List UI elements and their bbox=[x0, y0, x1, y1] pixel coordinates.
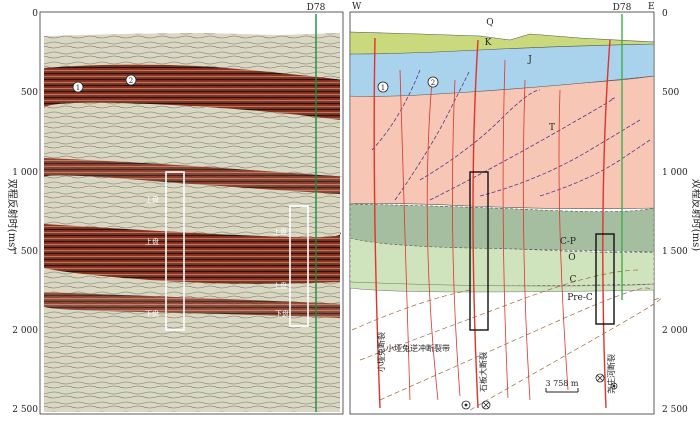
right-marker-2 bbox=[427, 76, 439, 88]
right-tick-500: 500 bbox=[662, 88, 679, 98]
fault-label-yaozhuanghe: 尧庄河断裂 bbox=[606, 354, 616, 394]
right-tick-1000: 1 000 bbox=[662, 168, 688, 178]
minor-faults bbox=[399, 59, 569, 401]
scale-bar: 3 758 m bbox=[545, 379, 579, 393]
stratum-cp: C-P bbox=[560, 237, 576, 247]
left-highlight-box-2 bbox=[289, 205, 309, 327]
stratum-k: K bbox=[485, 38, 492, 48]
left-tick-500: 500 bbox=[21, 88, 38, 98]
right-marker-2-label: 2 bbox=[431, 79, 435, 87]
box-label-6: 下盘 bbox=[275, 309, 289, 318]
cross-symbol-2 bbox=[595, 373, 605, 383]
dot-symbol-1 bbox=[461, 400, 471, 410]
left-highlight-box-1 bbox=[165, 171, 185, 331]
major-faults bbox=[373, 37, 611, 409]
box-label-4: 上盘 bbox=[273, 227, 287, 236]
dot-symbol-2-center bbox=[612, 384, 616, 388]
left-tick-2000: 2 000 bbox=[12, 326, 38, 336]
box-label-2: 上盘 bbox=[145, 237, 159, 246]
stratum-q: Q bbox=[486, 18, 493, 28]
right-axis-ticks: 0 500 1 000 1 500 2 000 2 500 bbox=[662, 9, 688, 415]
stratum-prec: Pre-C bbox=[567, 293, 593, 303]
left-marker-2 bbox=[125, 74, 137, 86]
right-well-label: D78 bbox=[613, 3, 632, 13]
cross-symbol-1 bbox=[481, 400, 491, 410]
left-axis-ticks: 0 500 1 000 1 500 2 000 2 500 bbox=[12, 9, 38, 415]
right-tick-1500: 1 500 bbox=[662, 247, 688, 257]
lower-reflector-band bbox=[44, 224, 341, 284]
motion-symbols bbox=[461, 373, 618, 410]
fault-label-thrust-belt: 小垭兔逆冲断裂带 bbox=[386, 343, 450, 353]
left-tick-2500: 2 500 bbox=[12, 405, 38, 415]
left-seismic-panel: 双程反射时(ms) 0 500 1 000 1 500 2 000 2 500 … bbox=[6, 3, 344, 415]
left-well-label: D78 bbox=[307, 3, 326, 13]
upper-reflector-band bbox=[44, 64, 341, 120]
middle-reflector-band bbox=[43, 158, 344, 194]
stratum-t: T bbox=[549, 123, 555, 133]
box-label-5: 上盘 bbox=[273, 281, 287, 290]
dot-symbol-1-center bbox=[464, 403, 468, 407]
left-marker-1 bbox=[72, 81, 84, 93]
left-tick-1500: 1 500 bbox=[12, 247, 38, 257]
fault-label-xiaoyatu: 小垭兔断裂 bbox=[376, 332, 386, 372]
left-axis-label: 双程反射时(ms) bbox=[6, 179, 18, 252]
box-label-1: 上盘 bbox=[145, 195, 159, 204]
right-highlight-box-1 bbox=[469, 171, 489, 331]
left-marker-1-label: 1 bbox=[76, 84, 80, 92]
left-tick-0: 0 bbox=[32, 9, 38, 19]
right-marker-1 bbox=[377, 81, 389, 93]
right-tick-2000: 2 000 bbox=[662, 326, 688, 336]
stratum-o: O bbox=[568, 253, 575, 263]
scale-bar-label: 3 758 m bbox=[545, 379, 578, 388]
left-tick-1000: 1 000 bbox=[12, 168, 38, 178]
deep-reflector-band bbox=[43, 292, 341, 318]
right-axis-label: 双程反射时(ms) bbox=[690, 179, 700, 252]
stratum-c: C bbox=[570, 275, 577, 285]
layer-cp bbox=[349, 203, 655, 253]
layer-k bbox=[349, 31, 655, 55]
fault-label-shiban: 石板大断裂 bbox=[478, 352, 488, 392]
thrust-faults bbox=[371, 69, 651, 201]
seismic-background bbox=[44, 33, 340, 412]
right-tick-2500: 2 500 bbox=[662, 405, 688, 415]
dot-symbol-2 bbox=[610, 382, 618, 390]
right-tick-0: 0 bbox=[662, 9, 668, 19]
box-label-3: 下盘 bbox=[145, 309, 159, 318]
right-highlight-box-2 bbox=[595, 233, 615, 325]
right-marker-1-label: 1 bbox=[381, 84, 385, 92]
west-label: W bbox=[352, 2, 362, 12]
right-interpretation-panel: W E D78 bbox=[349, 2, 700, 415]
east-label: E bbox=[648, 2, 655, 12]
stratum-j: J bbox=[527, 55, 532, 65]
left-marker-2-label: 2 bbox=[129, 77, 133, 85]
